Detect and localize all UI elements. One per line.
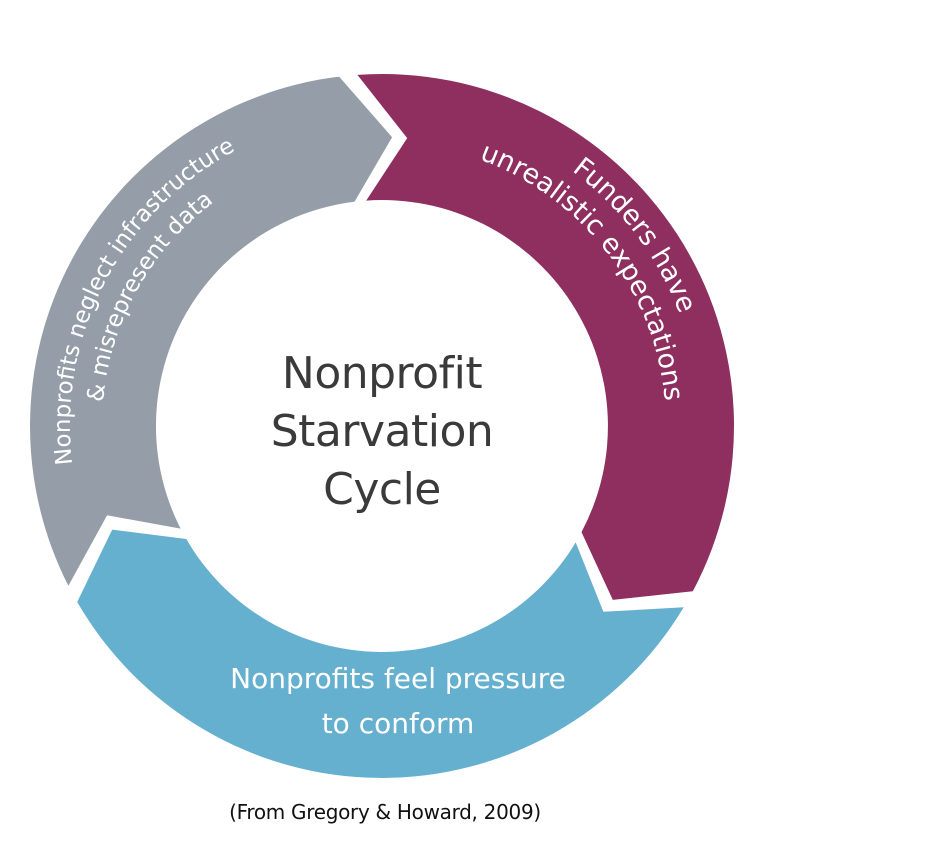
center-title-line-1: Nonprofit — [281, 348, 483, 399]
center-title-line-2: Starvation — [270, 406, 494, 457]
pressure-label-line-1: Nonprofits feel pressure — [230, 662, 566, 695]
segment-funders-expectations — [357, 74, 735, 600]
center-title: Nonprofit Starvation Cycle — [232, 345, 532, 519]
citation: (From Gregory & Howard, 2009) — [229, 800, 541, 824]
segment-feel-pressure — [77, 529, 684, 778]
pressure-label-line-2: to conform — [322, 707, 475, 740]
center-title-line-3: Cycle — [323, 464, 441, 515]
segment-neglect-infrastructure — [30, 76, 393, 586]
